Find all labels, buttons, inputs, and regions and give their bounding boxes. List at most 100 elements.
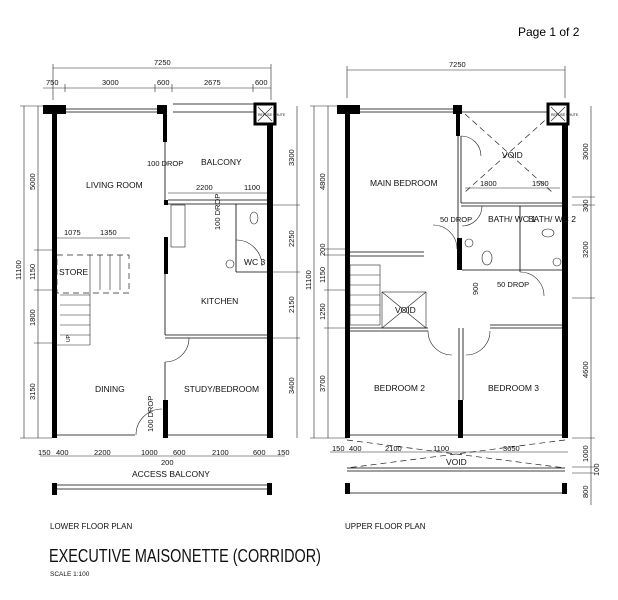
- lower-top-dimensions: 7250 750 3000 600 2675 600: [43, 58, 272, 100]
- kitchen-sink-icon: [170, 204, 186, 248]
- upper-floor-plan: 7250 11100 4800 200 1150 1250 3700 3000 …: [304, 60, 601, 531]
- upper-floor-caption: UPPER FLOOR PLAN: [345, 522, 426, 531]
- lower-floor-caption: LOWER FLOOR PLAN: [50, 522, 132, 531]
- dim-label: 1100: [433, 444, 449, 453]
- dim-overall-height: 11100: [304, 270, 313, 290]
- drop-label: 100 DROP: [147, 159, 183, 168]
- room-label-kitchen: KITCHEN: [201, 296, 238, 306]
- dim-label: 4800: [318, 173, 327, 190]
- room-label-study: STUDY/BEDROOM: [184, 384, 259, 394]
- dim-label: 200: [161, 458, 174, 467]
- dim-label: 2250: [287, 230, 296, 247]
- basin-icon: [225, 259, 235, 269]
- refuse-chute-label: REFUSE CHUTE: [258, 113, 286, 117]
- upper-bottom-dimensions: 150 400 2100 1100 3650 VOID: [330, 439, 568, 494]
- dim-label: 1000: [581, 445, 590, 462]
- dim-label: 750: [46, 78, 59, 87]
- room-label-dining: DINING: [95, 384, 125, 394]
- refuse-chute-label: REFUSE CHUTE: [551, 113, 579, 117]
- dim-overall-width: 7250: [449, 60, 466, 69]
- dim-label: 400: [349, 444, 362, 453]
- dim-label: 3400: [287, 377, 296, 394]
- dim-label: 600: [255, 78, 268, 87]
- dim-label: 3650: [503, 444, 520, 453]
- basin-icon: [552, 257, 562, 267]
- toilet-icon: [481, 250, 493, 266]
- dim-label: 3000: [581, 143, 590, 160]
- lower-walls: [43, 103, 273, 438]
- drop-label: 50 DROP: [497, 280, 529, 289]
- room-label-bath1: BATH/ WC 1: [488, 214, 536, 224]
- door-swing-icon: [519, 271, 545, 297]
- access-balcony-parapet: [52, 483, 272, 495]
- dim-label: 1800: [28, 309, 37, 326]
- dim-label: 1100: [244, 183, 260, 192]
- void-label: VOID: [502, 150, 523, 160]
- dim-label: 2100: [385, 444, 402, 453]
- entrance-door-swing-icon: [135, 408, 163, 436]
- dim-label: 2100: [212, 448, 229, 457]
- dim-label: 1075: [64, 228, 81, 237]
- drop-label: 100 DROP: [213, 194, 222, 230]
- dim-label: 3000: [102, 78, 119, 87]
- room-label-access-balcony: ACCESS BALCONY: [132, 469, 210, 479]
- wc3-door-swing-icon: [235, 239, 263, 267]
- void-label: VOID: [446, 457, 467, 467]
- page-indicator: Page 1 of 2: [518, 25, 580, 39]
- room-label-living: LIVING ROOM: [86, 180, 143, 190]
- dim-label: 1350: [100, 228, 117, 237]
- dim-label: 1800: [480, 179, 497, 188]
- dim-label: 1250: [318, 303, 327, 320]
- dim-label: 2675: [204, 78, 221, 87]
- toilet-icon: [541, 228, 555, 238]
- dim-label: 3700: [318, 375, 327, 392]
- dim-label: 800: [581, 485, 590, 498]
- room-label-store: STORE: [59, 267, 88, 277]
- dim-label: 2200: [94, 448, 111, 457]
- door-swing-icon: [460, 135, 482, 157]
- stairs-up-label: UP: [66, 334, 72, 342]
- lower-right-dimensions: 3300 2250 2150 3400: [272, 106, 300, 438]
- upper-right-dimensions: 3000 300 3200 4600 1000 100 800: [572, 106, 601, 505]
- drawing-scale: SCALE 1:100: [50, 571, 90, 578]
- drop-label: 50 DROP: [440, 215, 472, 224]
- room-label-wc3: WC 3: [244, 257, 266, 267]
- door-swing-icon: [432, 224, 458, 250]
- dim-label: 150: [277, 448, 290, 457]
- lower-bottom-dimensions: 150 400 2200 1000 600 2100 600 150 200: [38, 448, 290, 467]
- upper-walls: [337, 105, 568, 438]
- room-label-balcony: BALCONY: [201, 157, 242, 167]
- dim-label: 1150: [318, 267, 327, 283]
- study-door-swing-icon: [164, 337, 190, 363]
- dim-label: 5000: [28, 173, 37, 190]
- dim-overall-width: 7250: [154, 58, 171, 67]
- dim-label: 200: [318, 243, 327, 256]
- upper-left-dimensions: 11100 4800 200 1150 1250 3700: [304, 105, 347, 439]
- dim-label: 3200: [581, 241, 590, 258]
- dim-label: 3150: [28, 383, 37, 400]
- lower-left-dimensions: 11100 5000 1150 1800 3150: [14, 105, 52, 439]
- drawing-title: EXECUTIVE MAISONETTE (CORRIDOR): [49, 546, 321, 566]
- dim-label: 2150: [287, 296, 296, 313]
- dim-label: 150: [332, 444, 345, 453]
- basin-icon: [464, 238, 474, 248]
- room-label-main-bedroom: MAIN BEDROOM: [370, 178, 438, 188]
- drop-label: 100 DROP: [146, 396, 155, 432]
- upper-stair-void: VOID: [349, 264, 427, 329]
- dim-label: 1150: [28, 264, 37, 280]
- dim-label: 1000: [141, 448, 158, 457]
- lower-floor-plan: 7250 750 3000 600 2675 600 11100 5000 11…: [14, 58, 300, 531]
- dim-label: 600: [173, 448, 186, 457]
- room-label-bedroom2: BEDROOM 2: [374, 383, 425, 393]
- room-label-bath2: BATH/ WC 2: [528, 214, 576, 224]
- dim-label: 400: [56, 448, 69, 457]
- dim-label: 900: [471, 282, 480, 295]
- dim-label: 4600: [581, 361, 590, 378]
- room-label-bedroom3: BEDROOM 3: [488, 383, 539, 393]
- door-swing-icon: [461, 205, 483, 227]
- dim-label: 150: [38, 448, 51, 457]
- lower-refuse-chute: REFUSE CHUTE: [253, 102, 286, 126]
- dim-label: 300: [581, 199, 590, 212]
- dim-label: 600: [157, 78, 170, 87]
